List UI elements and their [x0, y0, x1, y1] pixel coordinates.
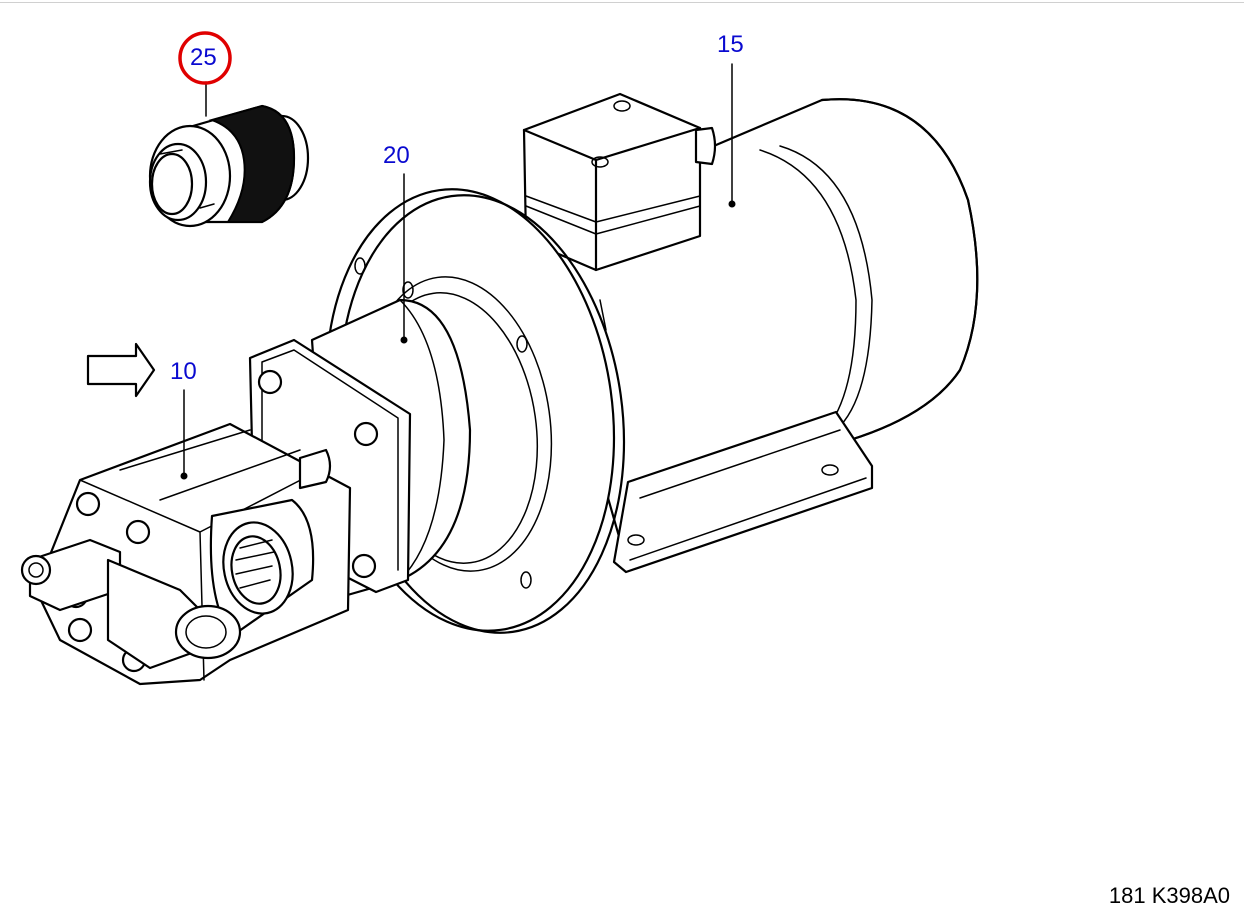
- diagram-id-label: 181 K398A0: [1108, 883, 1230, 908]
- callout-part-10[interactable]: 10: [170, 358, 197, 385]
- callout-part-20[interactable]: 20: [383, 142, 410, 169]
- motor-part-15[interactable]: [522, 92, 979, 574]
- right-arrow-icon: [86, 342, 156, 398]
- callout-part-25[interactable]: 25: [190, 44, 217, 71]
- pump-part-10[interactable]: [20, 338, 412, 686]
- leader-lines: [183, 63, 733, 477]
- top-divider: [0, 2, 1244, 3]
- highlight-ring: [178, 31, 232, 85]
- callout-part-15[interactable]: 15: [717, 31, 744, 58]
- coupling-part-25[interactable]: [148, 104, 310, 228]
